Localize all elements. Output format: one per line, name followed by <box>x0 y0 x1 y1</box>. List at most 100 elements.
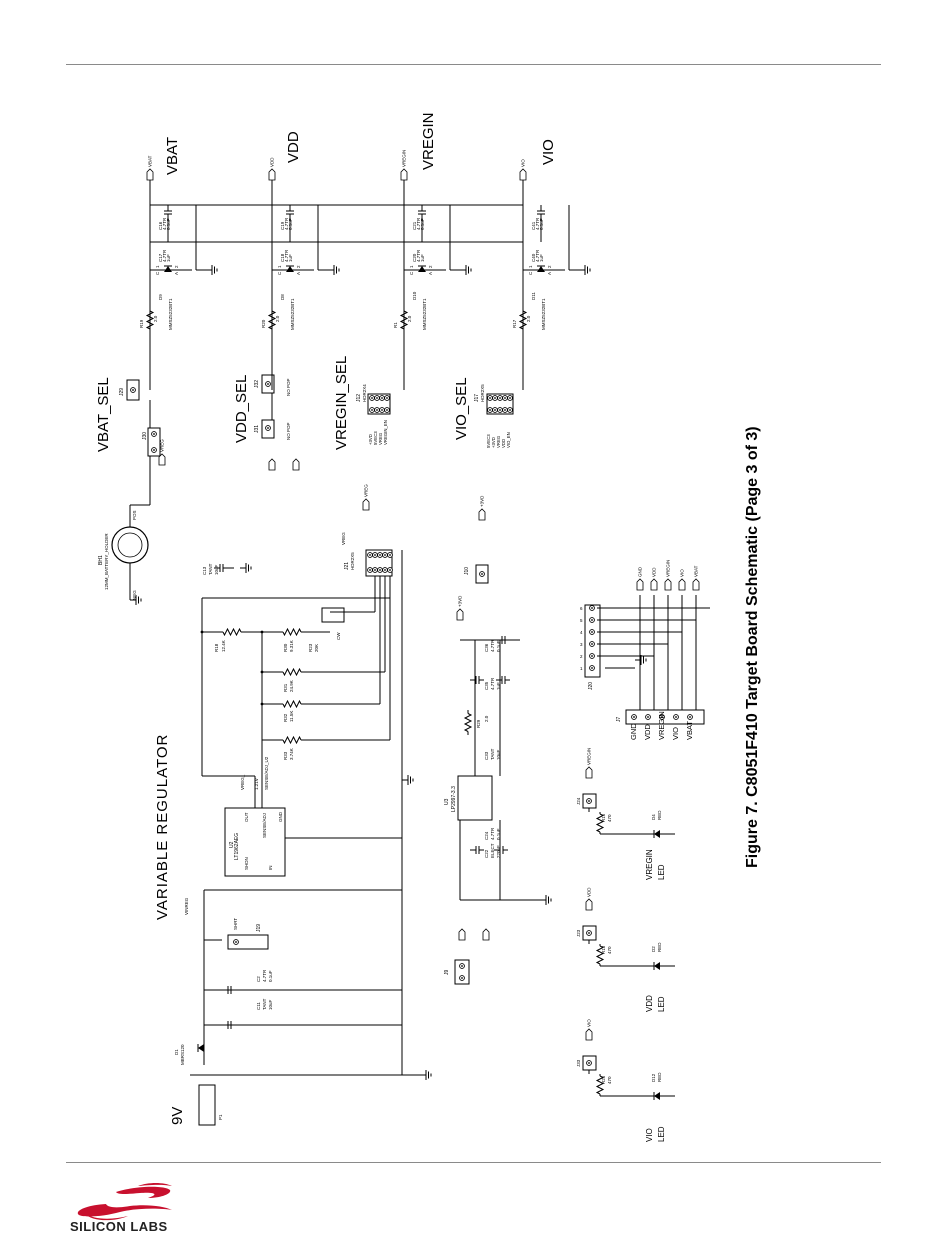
pin-icon <box>461 977 463 979</box>
schematic-label: 1uF <box>166 254 171 262</box>
net-flag-label: VIO <box>680 569 685 577</box>
schematic-label: 0.1uF <box>496 828 501 840</box>
jumper-j10 <box>475 564 489 584</box>
schematic-label: J24 <box>576 797 581 805</box>
schematic-label: 1uF <box>539 254 544 262</box>
net-flag-icon <box>519 168 527 181</box>
diode-icon <box>654 830 660 838</box>
vregin-sel-heading: VREGIN_SEL <box>333 356 350 450</box>
schematic-label: R18 <box>214 643 219 652</box>
jumper-j30 <box>147 427 161 457</box>
pin-label: C <box>277 271 282 275</box>
schematic-label: 470 <box>607 814 612 822</box>
pin-icon <box>675 716 677 718</box>
variable-regulator-heading: VARIABLE REGULATOR <box>154 734 171 920</box>
wire <box>267 310 277 330</box>
net-flag-icon <box>692 578 700 591</box>
power-jack-p1 <box>198 1084 216 1126</box>
pin-label: 1 <box>155 265 160 268</box>
pin-icon <box>369 554 371 556</box>
schematic-label: D4 <box>651 814 656 820</box>
battery-icon <box>111 526 149 564</box>
net-flag-icon <box>482 928 490 941</box>
schematic-label: RED <box>657 1072 662 1082</box>
schematic-label: NEG <box>132 590 137 600</box>
vdd-heading: VDD <box>285 131 302 163</box>
pin-icon <box>389 569 391 571</box>
schematic-label: C19 <box>280 221 285 230</box>
schematic-label: C11 <box>256 1002 261 1010</box>
wire <box>595 1075 605 1095</box>
schematic-label: VIO_EN <box>506 432 511 448</box>
terminal-label: VIO <box>671 727 680 740</box>
led-label: VIO <box>645 1128 654 1142</box>
net-flag-label: VDD <box>587 887 592 897</box>
pin-icon <box>384 554 386 556</box>
jumper-j9 <box>454 959 470 985</box>
pin-icon <box>371 397 373 399</box>
schematic-label: 10uF <box>496 749 501 760</box>
schematic-label: R1 <box>393 322 398 328</box>
net-flag-label: VDD <box>270 157 275 167</box>
schematic-label: SENSE/ADJ <box>262 813 267 838</box>
schematic-label: J31 <box>254 425 260 433</box>
header-j20 <box>584 604 601 678</box>
schematic-label: 4.7TR <box>490 639 495 652</box>
pin-label: A <box>174 272 179 275</box>
pin-icon <box>504 397 506 399</box>
schematic-label: 4.7TR <box>416 249 421 262</box>
schematic-label: C2 <box>256 976 261 982</box>
schematic-label: 470 <box>607 1076 612 1084</box>
schematic-label: POS <box>132 510 137 520</box>
diode-icon <box>198 1044 204 1052</box>
schematic-label: 0.1uF <box>288 218 293 230</box>
symbols <box>111 168 705 1126</box>
schematic-label: D8 <box>280 294 285 300</box>
schematic-label: 1uF <box>288 254 293 262</box>
schematic-label: MMSZ5232BT1 <box>168 298 173 330</box>
schematic-label: 12MM_BATTERY_HOLDER <box>104 533 109 590</box>
net-flag-icon <box>456 608 464 621</box>
pin-label: A <box>296 272 301 275</box>
pin-label: 1 <box>580 666 583 671</box>
schematic-label: RED <box>657 942 662 952</box>
net-flag-icon <box>585 1028 593 1041</box>
schematic-label: 4.7TR <box>490 827 495 840</box>
pin-label: 1 <box>409 265 414 268</box>
pin-label: 6 <box>580 606 583 611</box>
pin-icon <box>588 800 590 802</box>
led-label: VDD <box>645 995 654 1012</box>
vdd-sel-heading: VDD_SEL <box>233 375 250 443</box>
schematic-label: R31 <box>283 683 288 692</box>
schematic-label: TANT <box>208 563 213 575</box>
schematic-label: CW <box>336 632 341 640</box>
schematic-label: 20K <box>314 644 319 652</box>
pin-icon <box>381 397 383 399</box>
pin-label: C <box>528 271 533 275</box>
pin-icon <box>489 397 491 399</box>
pin-icon <box>384 569 386 571</box>
terminal-label: VBAT <box>685 721 694 740</box>
diode-icon <box>418 266 426 272</box>
net-flag-icon <box>400 168 408 181</box>
schematic-label: VDD <box>501 439 506 448</box>
net-flag-icon <box>636 578 644 591</box>
schematic-label: 0.1uF <box>420 218 425 230</box>
schematic-label: +3VD <box>491 437 496 448</box>
net-flag-icon <box>678 578 686 591</box>
terminal-label: VREGIN <box>657 711 666 740</box>
schematic-label: NO POP <box>286 378 291 396</box>
pin-icon <box>689 716 691 718</box>
schematic-label: 1.21V <box>254 778 259 790</box>
net-flag-label: VREGIN <box>587 748 592 765</box>
net-flag-icon <box>585 898 593 911</box>
schematic-label: HDR2X5 <box>480 384 485 402</box>
schematic-label: GND <box>278 811 283 822</box>
regulator-u3 <box>457 775 493 821</box>
schematic-label: 2.0 <box>153 315 158 322</box>
net-flag-label: VREGIN <box>666 560 671 577</box>
wire <box>282 667 302 677</box>
schematic-label: J10 <box>464 567 470 575</box>
schematic-label: VREG <box>496 435 501 448</box>
